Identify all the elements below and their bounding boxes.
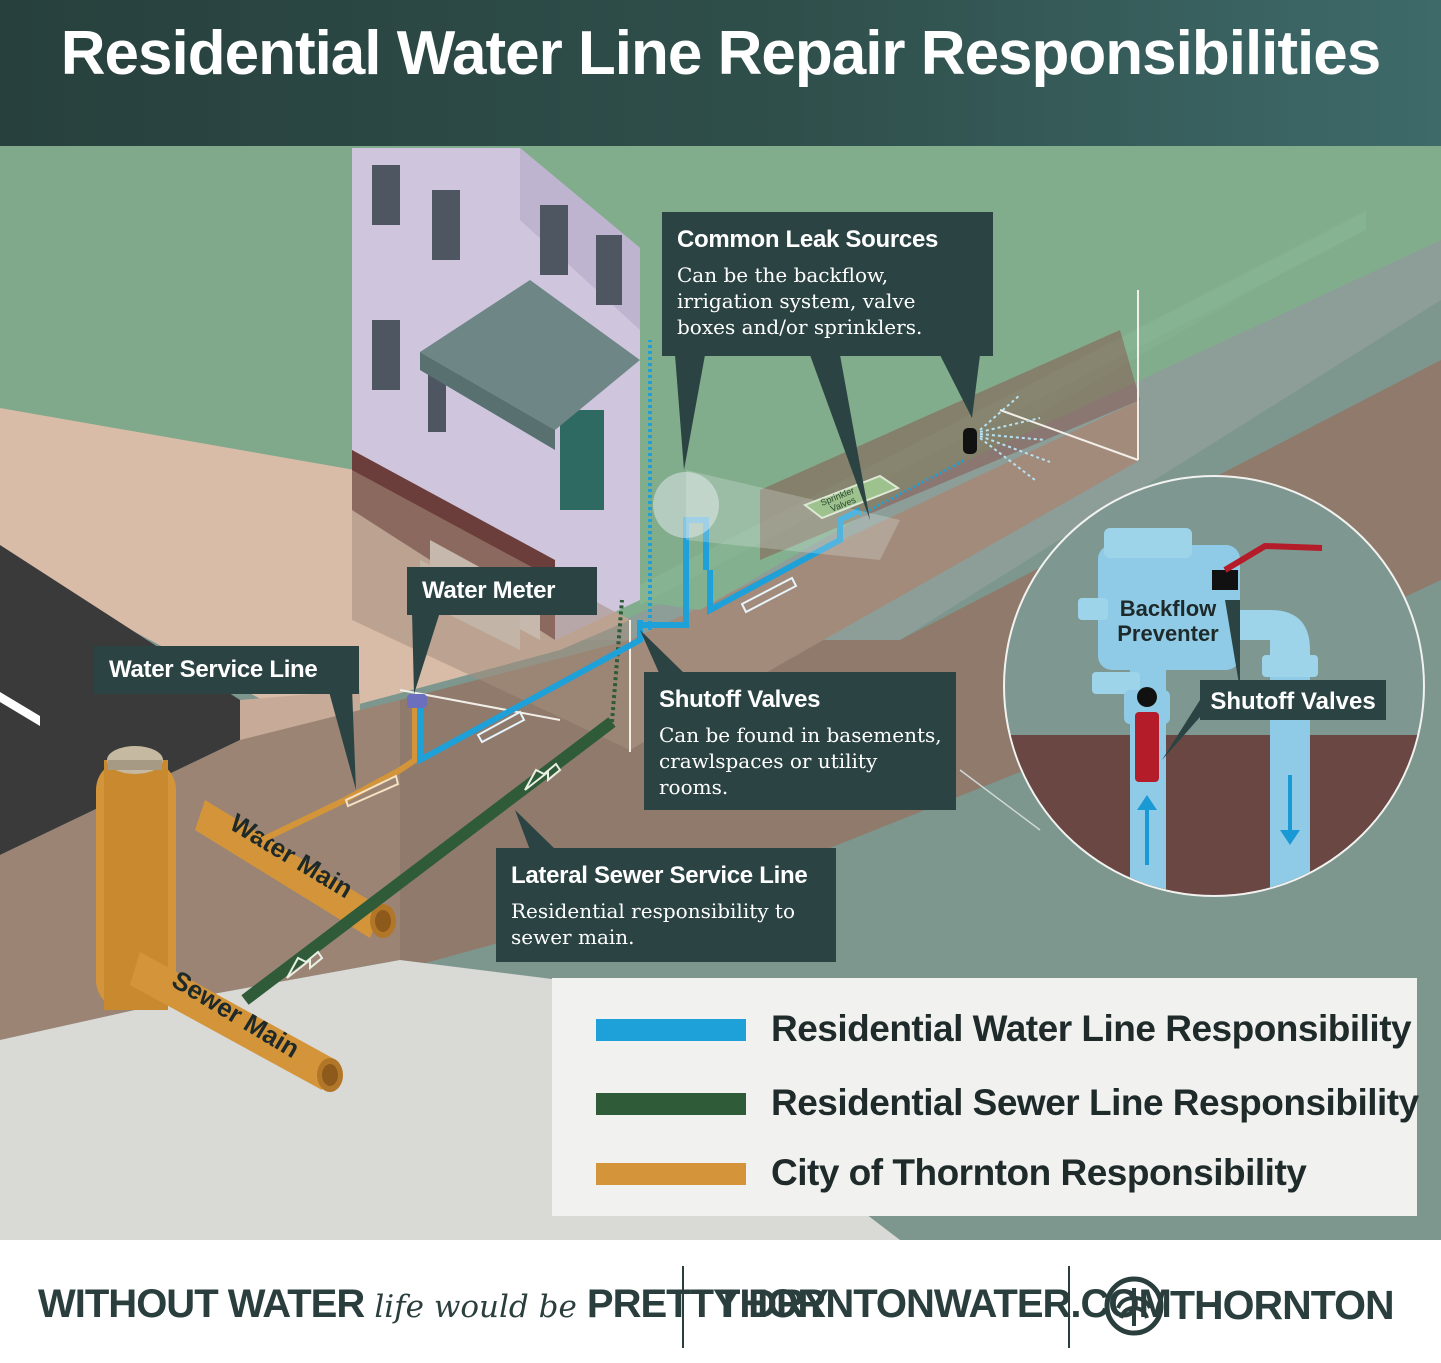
inset-shutoff-label: Shutoff Valves bbox=[1210, 688, 1375, 715]
backflow-label-1: Backflow bbox=[1120, 596, 1217, 621]
slogan-part-1: WITHOUT WATER bbox=[38, 1282, 365, 1326]
callout-water-meter: Water Meter bbox=[407, 567, 597, 615]
callout-text: Can be the backflow, irrigation system, … bbox=[677, 263, 923, 339]
footer-website-link[interactable]: THORNTONWATER.COM bbox=[716, 1282, 1172, 1326]
page-title: Residential Water Line Repair Responsibi… bbox=[60, 19, 1381, 88]
footer-divider bbox=[1068, 1266, 1070, 1348]
header-banner: Residential Water Line Repair Responsibi… bbox=[0, 0, 1441, 146]
legend-item-city: City of Thornton Responsibility bbox=[596, 1152, 1396, 1193]
callout-water-service-line: Water Service Line bbox=[94, 646, 359, 694]
backflow-label-2: Preventer bbox=[1117, 621, 1219, 646]
footer-slogan: WITHOUT WATER life would be PRETTY DRY bbox=[38, 1282, 829, 1327]
callout-shutoff-valves: Shutoff Valves Can be found in basements… bbox=[644, 672, 956, 810]
legend-swatch bbox=[596, 1093, 746, 1115]
slogan-part-2: life would be bbox=[374, 1289, 577, 1325]
legend-swatch bbox=[596, 1163, 746, 1185]
legend-item-sewer: Residential Sewer Line Responsibility bbox=[596, 1082, 1419, 1123]
callout-lateral-sewer-service-line: Lateral Sewer Service Line Residential r… bbox=[496, 848, 836, 962]
road bbox=[0, 545, 240, 855]
backflow-inset: Backflow Preventer Shutoff Valves bbox=[1003, 475, 1425, 897]
sprinkler-head-icon bbox=[963, 394, 1051, 481]
callout-title: Shutoff Valves bbox=[659, 686, 821, 713]
callout-title: Water Meter bbox=[422, 577, 556, 604]
water-service-city-pipe bbox=[260, 694, 427, 843]
callout-text: Residential responsibility to sewer main… bbox=[511, 899, 795, 949]
callout-title: Lateral Sewer Service Line bbox=[511, 862, 808, 889]
callout-common-leak-sources: Common Leak Sources Can be the backflow,… bbox=[662, 212, 993, 356]
footer-divider bbox=[682, 1266, 684, 1348]
sprinkler-valves-box: Sprinkler Valves bbox=[802, 474, 901, 520]
legend-label: City of Thornton Responsibility bbox=[771, 1152, 1307, 1193]
backflow-highlight bbox=[653, 472, 719, 538]
legend-label: Residential Sewer Line Responsibility bbox=[771, 1082, 1419, 1123]
callout-title: Water Service Line bbox=[109, 656, 318, 683]
legend-swatch bbox=[596, 1019, 746, 1041]
legend-label: Residential Water Line Responsibility bbox=[771, 1008, 1412, 1049]
footer: WITHOUT WATER life would be PRETTY DRY T… bbox=[0, 1240, 1441, 1363]
slogan-part-3: PRETTY DRY bbox=[586, 1282, 829, 1326]
footer-brand: THORNTON bbox=[1170, 1282, 1395, 1328]
thornton-logo-icon bbox=[1104, 1276, 1164, 1336]
legend: Residential Water Line Responsibility Re… bbox=[552, 978, 1419, 1216]
callout-title: Common Leak Sources bbox=[677, 226, 939, 253]
sewer-lateral-pipe bbox=[241, 599, 624, 1005]
legend-item-water: Residential Water Line Responsibility bbox=[596, 1008, 1412, 1049]
shutoff-valve-handle bbox=[1135, 712, 1159, 782]
callout-text: Can be found in basements, crawlspaces o… bbox=[659, 723, 942, 799]
